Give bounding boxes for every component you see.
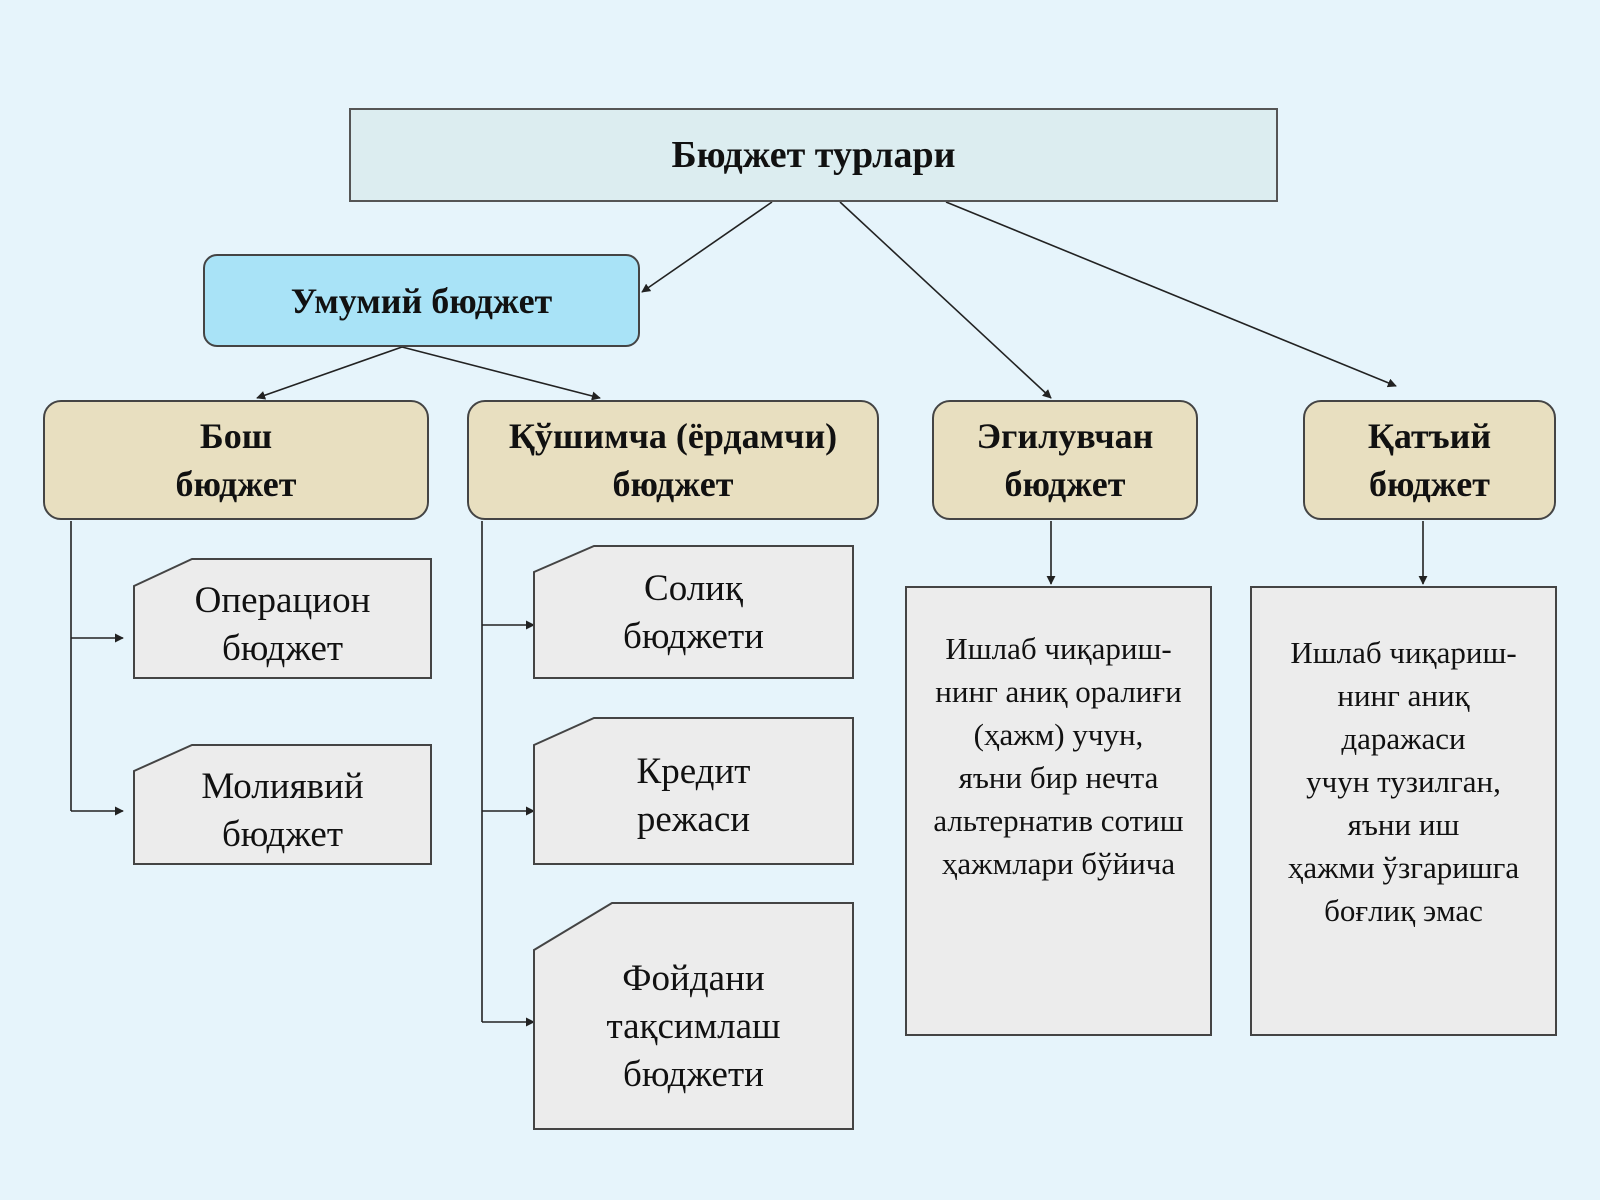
arrow-root-to-general xyxy=(641,201,773,293)
credit-plan-box xyxy=(533,717,854,865)
root-title-box: Бюджет турлари xyxy=(349,108,1278,202)
root-title: Бюджет турлари xyxy=(671,134,956,176)
tax-budget-text: Солиқ бюджети xyxy=(534,559,853,667)
arrow-general-to-main xyxy=(256,346,403,400)
flexible-budget-box: Эгилувчан бюджет xyxy=(932,400,1198,520)
financial-budget-text: Молиявий бюджет xyxy=(134,758,431,864)
strict-budget-label: Қатъий бюджет xyxy=(1367,416,1492,504)
additional-budget-label: Қўшимча (ёрдамчи) бюджет xyxy=(508,416,838,504)
strict-budget-box: Қатъий бюджет xyxy=(1303,400,1556,520)
main-budget-label: Бош бюджет xyxy=(175,416,297,504)
additional-budget-box: Қўшимча (ёрдамчи) бюджет xyxy=(467,400,879,520)
main-budget-box: Бош бюджет xyxy=(43,400,429,520)
strict-description-box: Ишлаб чиқариш- нинг аниқ даражаси учун т… xyxy=(1250,586,1557,1036)
profit-distribution-box xyxy=(533,902,854,1130)
flexible-description-box: Ишлаб чиқариш- нинг аниқ оралиғи (ҳажм) … xyxy=(905,586,1212,1036)
general-budget-label: Умумий бюджет xyxy=(290,280,553,321)
profit-distribution-text: Фойдани тақсимлаш бюджети xyxy=(534,940,853,1114)
general-budget-box: Умумий бюджет xyxy=(203,254,640,347)
tax-budget-label: Солиқ бюджети xyxy=(623,568,764,657)
profit-distribution-label: Фойдани тақсимлаш бюджети xyxy=(606,958,781,1095)
tax-budget-box xyxy=(533,545,854,679)
operational-budget-text: Операцион бюджет xyxy=(134,572,431,678)
flexible-budget-label: Эгилувчан бюджет xyxy=(976,416,1154,504)
arrow-root-to-flexible xyxy=(839,201,1052,399)
credit-plan-text: Кредит режаси xyxy=(534,738,853,854)
financial-budget-label: Молиявий бюджет xyxy=(201,766,364,855)
flexible-description-text: Ишлаб чиқариш- нинг аниқ оралиғи (ҳажм) … xyxy=(933,631,1184,881)
operational-budget-box xyxy=(133,558,432,679)
arrow-root-to-strict xyxy=(945,201,1397,388)
financial-budget-box xyxy=(133,744,432,865)
credit-plan-label: Кредит режаси xyxy=(636,751,751,840)
strict-description-text: Ишлаб чиқариш- нинг аниқ даражаси учун т… xyxy=(1287,634,1520,928)
operational-budget-label: Операцион бюджет xyxy=(194,580,371,669)
arrow-general-to-additional xyxy=(401,346,601,401)
